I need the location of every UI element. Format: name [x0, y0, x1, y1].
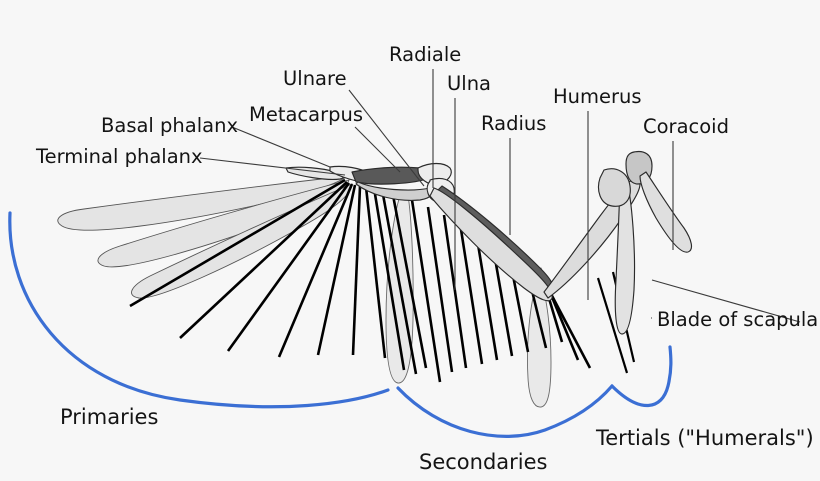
bone-label-metacarpus: Metacarpus [249, 103, 363, 126]
brace-secondaries [396, 384, 614, 438]
secondary-quill-2 [426, 206, 454, 373]
bone-label-ulna: Ulna [447, 72, 491, 95]
primary-quill-group [129, 178, 428, 375]
primary-quill-3 [226, 182, 351, 352]
bone-label-humerus: Humerus [553, 85, 642, 108]
primary-quill-2 [179, 181, 348, 339]
leader-basal-phalanx [231, 126, 331, 168]
bone-label-ulnare: Ulnare [283, 67, 347, 90]
shoulder-head [597, 168, 631, 207]
primary-quill-1 [129, 178, 346, 308]
tertial-quill-1 [596, 277, 629, 374]
secondary-feather-long-2 [527, 284, 552, 408]
leader-ulnare [348, 89, 425, 187]
primary-quill-5 [316, 184, 357, 356]
secondary-quill-3 [442, 214, 468, 369]
leader-line-group [199, 69, 674, 319]
bone-label-radius: Radius [481, 112, 546, 135]
bone-label-blade-of-scapula: Blade of scapula [657, 308, 818, 331]
primary-quill-4 [277, 183, 354, 358]
leader-terminal-phalanx [199, 157, 346, 176]
tract-label-tertials: Tertials ("Humerals") [595, 426, 814, 450]
brace-primaries [8, 211, 390, 409]
primary-quill-8 [372, 187, 406, 371]
secondary-quill-5 [474, 231, 499, 361]
bone-label-group: Terminal phalanx Basal phalanx Metacarpus U… [35, 43, 818, 331]
bone-label-radiale: Radiale [389, 43, 461, 66]
leader-metacarpus [354, 126, 401, 173]
tract-label-primaries: Primaries [60, 405, 158, 429]
secondary-quill-1 [410, 199, 442, 383]
bone-label-basal-phalanx: Basal phalanx [101, 114, 238, 137]
leader-line-scapula [651, 279, 801, 323]
primary-quill-9 [380, 188, 418, 375]
bone-label-coracoid: Coracoid [643, 115, 729, 138]
brace-tertials [610, 345, 673, 408]
bone-label-terminal-phalanx: Terminal phalanx [35, 145, 203, 168]
primary-quill-7 [364, 186, 387, 359]
brace-group [8, 211, 673, 438]
furcula-bone [639, 171, 693, 253]
scapula-blade [614, 175, 636, 335]
primary-quill-6 [351, 185, 362, 356]
secondary-quill-4 [458, 222, 484, 365]
ulna-bone [429, 187, 553, 302]
tract-label-secondaries: Secondaries [419, 450, 547, 474]
secondary-quill-11 [548, 291, 592, 369]
primary-quill-10 [390, 189, 428, 369]
